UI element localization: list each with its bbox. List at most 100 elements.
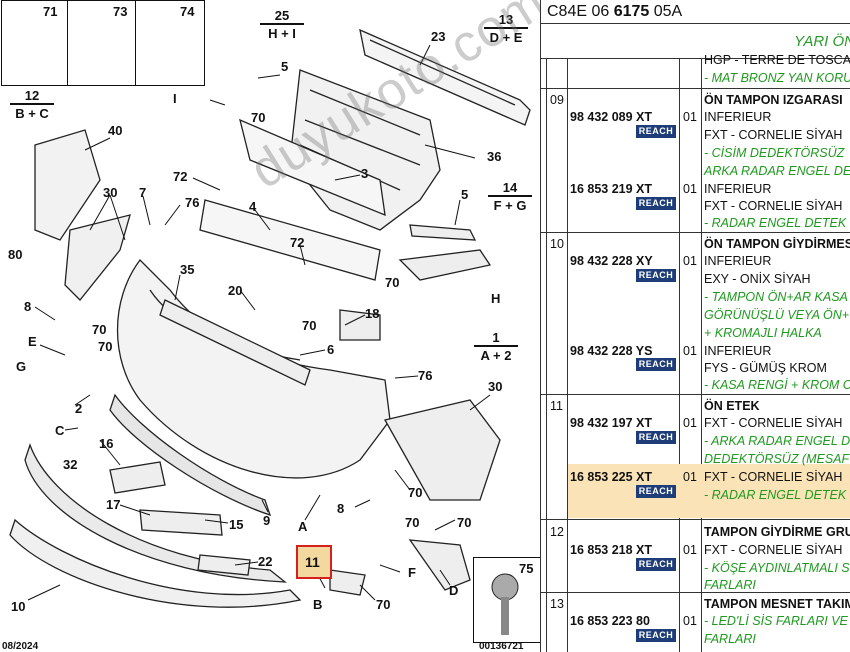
callout-18: 18 bbox=[365, 306, 380, 321]
part-note: ARKA RADAR ENGEL DE bbox=[704, 164, 850, 178]
callout-22: 22 bbox=[258, 554, 273, 569]
inset-box-71 bbox=[1, 0, 69, 86]
part-line: FXT - CORNELIE SİYAH bbox=[704, 199, 843, 213]
part-line: INFERIEUR bbox=[704, 182, 772, 196]
callout-20: 20 bbox=[228, 283, 243, 298]
inset-number-71: 71 bbox=[43, 4, 58, 19]
callout-76b: 76 bbox=[418, 368, 433, 383]
callout-70i: 70 bbox=[457, 515, 472, 530]
row-title-10: ÖN TAMPON GİYDİRMES bbox=[704, 237, 850, 251]
row-title-11: ÖN ETEK bbox=[704, 399, 760, 413]
inset-number-73: 73 bbox=[113, 4, 128, 19]
callout-72b: 72 bbox=[290, 235, 305, 250]
callout-70b: 70 bbox=[385, 275, 400, 290]
row-title-09: ÖN TAMPON IZGARASI bbox=[704, 93, 843, 107]
group-label-14: 14 F + G bbox=[488, 180, 532, 213]
section-title: YARI ÖN bbox=[794, 33, 850, 50]
callout-70c: 70 bbox=[302, 318, 317, 333]
part-note: + KROMAJLI HALKA bbox=[704, 326, 822, 340]
row-separator bbox=[541, 394, 850, 395]
callout-6: 6 bbox=[327, 342, 335, 357]
catalog-code-bold: 6175 bbox=[613, 3, 650, 20]
part-qty: 01 bbox=[683, 254, 697, 268]
group-label-13-sub: D + E bbox=[484, 27, 528, 45]
callout-E: E bbox=[28, 334, 37, 349]
selected-callout-box[interactable]: 11 bbox=[296, 545, 332, 579]
callout-40: 40 bbox=[108, 123, 123, 138]
part-note: DEDEKTÖRSÜZ (MESAF bbox=[704, 452, 850, 466]
callout-I: I bbox=[173, 91, 177, 106]
callout-30b: 30 bbox=[488, 379, 503, 394]
catalog-code-suffix: 05A bbox=[649, 3, 683, 20]
callout-70d: 70 bbox=[92, 322, 107, 337]
reach-badge: REACH bbox=[636, 431, 676, 444]
row-num-13: 13 bbox=[550, 597, 564, 611]
callout-9: 9 bbox=[263, 513, 271, 528]
callout-70e: 70 bbox=[98, 339, 113, 354]
parts-table-panel: C84E 06 6175 05A YARI ÖN HGP - TERRE DE … bbox=[540, 0, 850, 652]
group-label-25-sub: H + I bbox=[260, 23, 304, 41]
callout-70: 70 bbox=[251, 110, 266, 125]
part-line: FXT - CORNELIE SİYAH bbox=[704, 128, 843, 142]
group-label-1-sub: A + 2 bbox=[474, 345, 518, 363]
part-line: FXT - CORNELIE SİYAH bbox=[704, 543, 843, 557]
part-ref[interactable]: 16 853 225 XT bbox=[570, 470, 653, 484]
part-qty: 01 bbox=[683, 470, 697, 484]
part-note: - LED'Lİ SİS FARLARI VE bbox=[704, 614, 848, 628]
part-note: - RADAR ENGEL DETEK bbox=[704, 216, 847, 230]
callout-G: G bbox=[16, 359, 27, 374]
part-line: FXT - CORNELIE SİYAH bbox=[704, 470, 843, 484]
callout-D: D bbox=[449, 583, 459, 598]
part-line: FXT - CORNELIE SİYAH bbox=[704, 416, 843, 430]
part-line: INFERIEUR bbox=[704, 254, 772, 268]
part-ref[interactable]: 98 432 228 XY bbox=[570, 254, 653, 268]
group-label-25-num: 25 bbox=[274, 8, 290, 23]
part-ref[interactable]: 16 853 219 XT bbox=[570, 182, 653, 196]
inset-number-74: 74 bbox=[180, 4, 195, 19]
part-line: INFERIEUR bbox=[704, 344, 772, 358]
inset-box-74 bbox=[135, 0, 205, 86]
row-separator bbox=[541, 519, 850, 520]
row-num-10: 10 bbox=[550, 237, 564, 251]
callout-17: 17 bbox=[106, 497, 121, 512]
part-note: - TAMPON ÖN+AR KASA bbox=[704, 290, 848, 304]
callout-5: 5 bbox=[281, 59, 289, 74]
row-title-13: TAMPON MESNET TAKIM bbox=[704, 597, 850, 611]
prev-line-1: HGP - TERRE DE TOSCA bbox=[704, 53, 850, 67]
callout-30: 30 bbox=[103, 185, 118, 200]
part-qty: 01 bbox=[683, 182, 697, 196]
part-ref[interactable]: 16 853 218 XT bbox=[570, 543, 653, 557]
callout-70h: 70 bbox=[376, 597, 391, 612]
part-ref[interactable]: 98 432 089 XT bbox=[570, 110, 653, 124]
callout-A: A bbox=[298, 519, 308, 534]
callout-32: 32 bbox=[63, 457, 78, 472]
selected-callout-label: 11 bbox=[305, 554, 320, 570]
group-label-14-num: 14 bbox=[502, 180, 518, 195]
callout-10: 10 bbox=[11, 599, 26, 614]
callout-35: 35 bbox=[180, 262, 195, 277]
part-note: FARLARI bbox=[704, 632, 756, 646]
row-separator bbox=[541, 88, 850, 89]
catalog-code-prefix: C84E 06 bbox=[547, 3, 614, 20]
col-divider bbox=[679, 58, 680, 652]
part-note: - CİSİM DEDEKTÖRSÜZ bbox=[704, 146, 845, 160]
reach-badge: REACH bbox=[636, 558, 676, 571]
col-divider bbox=[567, 58, 568, 652]
part-ref[interactable]: 16 853 223 80 bbox=[570, 614, 650, 628]
inset-box-73 bbox=[67, 0, 137, 86]
part-ref[interactable]: 98 432 228 YS bbox=[570, 344, 653, 358]
callout-80: 80 bbox=[8, 247, 23, 262]
part-qty: 01 bbox=[683, 416, 697, 430]
callout-B: B bbox=[313, 597, 323, 612]
group-label-14-sub: F + G bbox=[488, 195, 532, 213]
part-note: - KASA RENGİ + KROM C bbox=[704, 378, 850, 392]
section-header: YARI ÖN bbox=[541, 24, 850, 59]
col-divider bbox=[546, 58, 547, 652]
bolt-icon-75 bbox=[491, 573, 519, 635]
row-separator bbox=[541, 592, 850, 593]
footer-date: 08/2024 bbox=[2, 641, 39, 652]
part-ref[interactable]: 98 432 197 XT bbox=[570, 416, 653, 430]
part-note: FARLARI bbox=[704, 578, 756, 592]
group-label-1: 1 A + 2 bbox=[474, 330, 518, 363]
callout-7: 7 bbox=[139, 185, 147, 200]
